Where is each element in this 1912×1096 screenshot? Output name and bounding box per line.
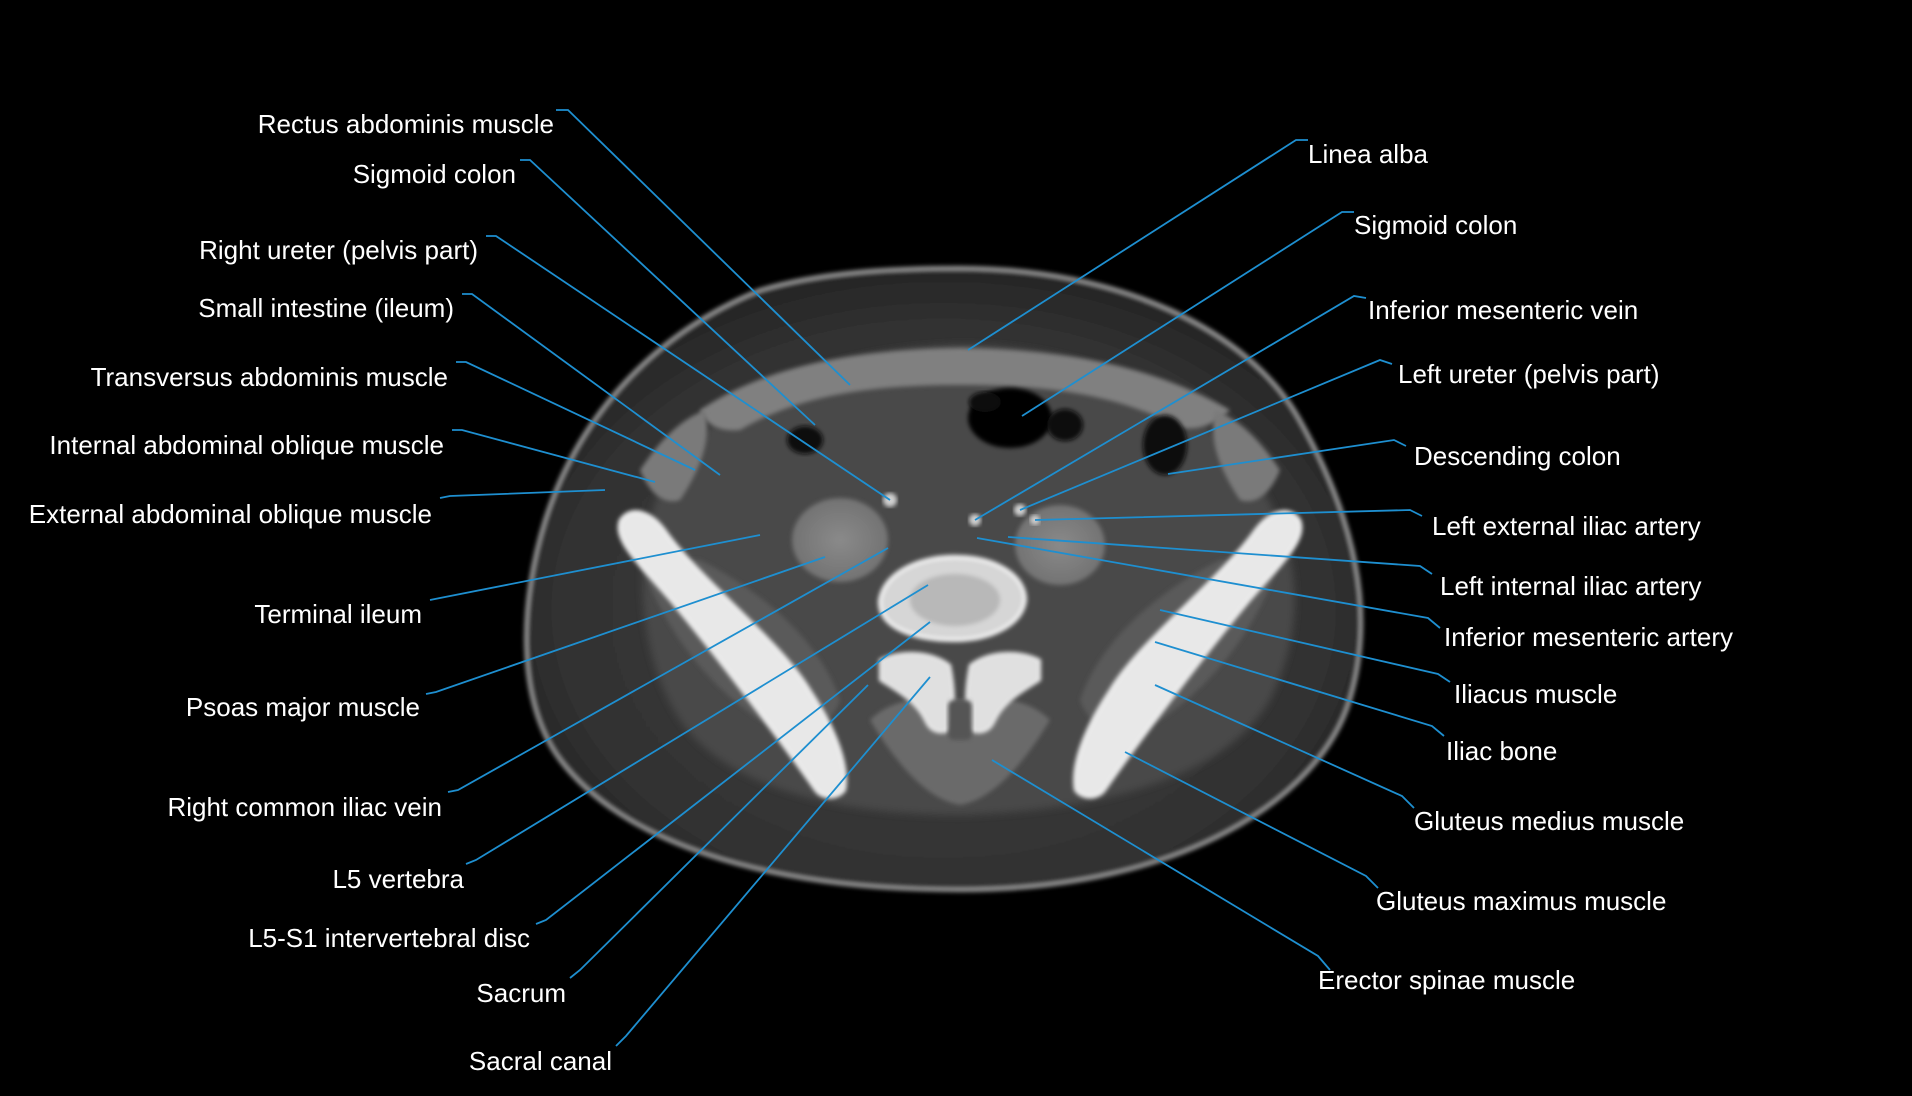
label-inferior-mesenteric-vein: Inferior mesenteric vein — [1368, 295, 1638, 325]
label-right-ureter: Right ureter (pelvis part) — [199, 235, 478, 265]
labels-right-group: Linea alba Sigmoid colon Inferior mesent… — [1308, 139, 1733, 995]
leader-l5-vertebra — [465, 584, 929, 865]
label-external-oblique: External abdominal oblique muscle — [29, 499, 432, 529]
label-gluteus-medius-muscle: Gluteus medius muscle — [1414, 806, 1684, 836]
label-iliac-bone: Iliac bone — [1446, 736, 1557, 766]
leader-descending-colon — [1167, 439, 1407, 475]
label-right-common-iliac-vein: Right common iliac vein — [167, 792, 442, 822]
leader-transversus-abdominis — [456, 361, 696, 471]
leader-gluteus-medius — [1154, 684, 1415, 809]
descending-colon-gas — [1143, 415, 1187, 475]
leader-iliac-bone — [1154, 641, 1445, 737]
leader-small-intestine — [462, 293, 721, 476]
label-terminal-ileum: Terminal ileum — [254, 599, 422, 629]
leader-rectus-abdominis — [556, 109, 851, 386]
leader-right-ureter — [486, 235, 891, 501]
labels-left-group: Rectus abdominis muscle Sigmoid colon Ri… — [29, 109, 612, 1076]
label-left-internal-iliac-artery: Left internal iliac artery — [1440, 571, 1702, 601]
ct-slice-image — [524, 265, 1364, 893]
label-inferior-mesenteric-artery: Inferior mesenteric artery — [1444, 622, 1733, 652]
label-sacrum: Sacrum — [476, 978, 566, 1008]
leader-inferior-mesenteric-vein — [974, 295, 1367, 521]
label-rectus-abdominis-muscle: Rectus abdominis muscle — [258, 109, 554, 139]
label-erector-spinae-muscle: Erector spinae muscle — [1318, 965, 1575, 995]
label-internal-oblique: Internal abdominal oblique muscle — [49, 430, 444, 460]
label-linea-alba: Linea alba — [1308, 139, 1429, 169]
leader-sacral-canal — [615, 676, 931, 1047]
leader-right-common-iliac-vein — [447, 547, 889, 793]
leader-linea-alba — [967, 139, 1308, 351]
leader-psoas-major — [425, 556, 826, 695]
leader-lines — [425, 109, 1451, 1047]
label-descending-colon: Descending colon — [1414, 441, 1621, 471]
label-sigmoid-colon-right: Sigmoid colon — [353, 159, 516, 189]
lateral-wall-right — [640, 410, 708, 502]
label-left-external-iliac-artery: Left external iliac artery — [1432, 511, 1701, 541]
leader-internal-oblique — [452, 429, 656, 483]
sacral-canal — [948, 700, 972, 740]
leader-left-internal-iliac-artery — [1007, 536, 1433, 575]
leader-terminal-ileum — [429, 534, 761, 601]
posterior-muscles — [870, 698, 1050, 805]
left-iliac-bone — [1073, 510, 1303, 799]
label-psoas-major: Psoas major muscle — [186, 692, 420, 722]
label-sigmoid-colon-left: Sigmoid colon — [1354, 210, 1517, 240]
right-bowel-gas — [787, 426, 823, 454]
label-l5-vertebra: L5 vertebra — [332, 864, 464, 894]
label-iliacus-muscle: Iliacus muscle — [1454, 679, 1617, 709]
left-psoas — [1015, 505, 1105, 585]
sigmoid-gas-2 — [1047, 409, 1083, 441]
sigmoid-gas-3 — [969, 392, 1001, 412]
right-psoas — [792, 498, 888, 582]
leader-gluteus-maximus — [1124, 751, 1379, 889]
leader-external-oblique — [439, 489, 606, 499]
leader-left-external-iliac-artery — [1034, 509, 1423, 521]
leader-l5-s1-disc — [535, 621, 931, 925]
l5-cancellous — [910, 574, 1000, 626]
leader-sigmoid-colon-left — [1021, 211, 1354, 417]
lateral-wall-left — [1212, 410, 1280, 502]
leader-sigmoid-colon-right — [520, 159, 816, 426]
label-l5-s1-disc: L5-S1 intervertebral disc — [248, 923, 530, 953]
leader-erector-spinae — [991, 759, 1331, 971]
leader-sacrum — [569, 684, 869, 979]
label-left-ureter: Left ureter (pelvis part) — [1398, 359, 1660, 389]
leader-inferior-mesenteric-artery — [976, 537, 1441, 629]
leader-iliacus — [1159, 609, 1451, 683]
label-transversus-abdominis: Transversus abdominis muscle — [91, 362, 448, 392]
right-iliac-bone — [617, 510, 847, 799]
leader-left-ureter — [1019, 359, 1393, 511]
label-sacral-canal: Sacral canal — [469, 1046, 612, 1076]
label-gluteus-maximus-muscle: Gluteus maximus muscle — [1376, 886, 1666, 916]
label-small-intestine: Small intestine (ileum) — [198, 293, 454, 323]
